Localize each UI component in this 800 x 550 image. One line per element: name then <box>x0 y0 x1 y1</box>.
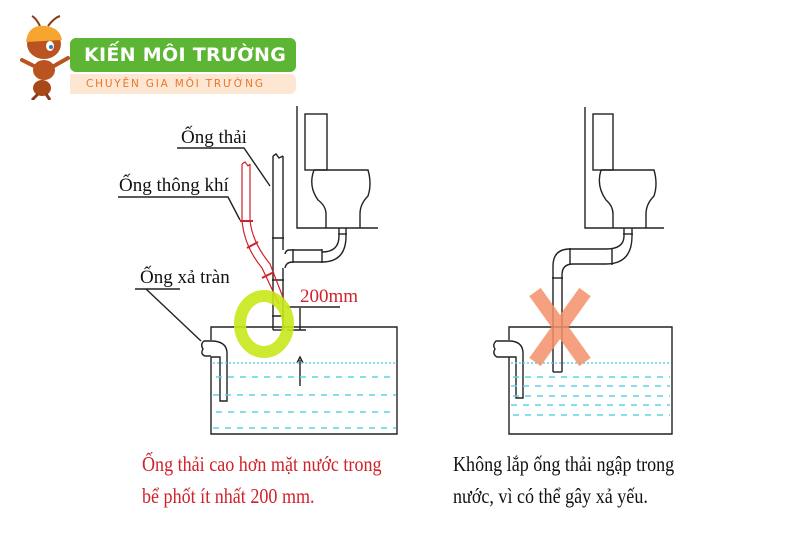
right-caption: Không lắp ống thải ngập trong nước, vì c… <box>453 448 674 512</box>
label-overflow-pipe: Ống xả tràn <box>140 266 230 288</box>
left-caption-line2: bể phốt ít nhất 200 mm. <box>142 484 315 508</box>
x-mark-icon <box>529 287 591 367</box>
label-dimension: 200mm <box>300 286 358 307</box>
label-waste-pipe: Ống thải <box>181 126 247 148</box>
ant-mascot-icon <box>20 15 70 100</box>
left-caption-line1: Ống thải cao hơn mặt nước trong <box>142 452 382 476</box>
logo-title: KIẾN MÔI TRƯỜNG <box>70 38 296 72</box>
highlight-ring <box>234 290 294 358</box>
brand-logo: KIẾN MÔI TRƯỜNG CHUYÊN GIA MÔI TRƯỜNG <box>18 14 296 100</box>
label-vent-pipe: Ống thông khí <box>119 174 230 196</box>
right-caption-line1: Không lắp ống thải ngập trong <box>453 452 675 476</box>
left-caption: Ống thải cao hơn mặt nước trong bể phốt … <box>142 448 382 512</box>
right-caption-line2: nước, vì có thể gây xả yếu. <box>453 484 648 508</box>
logo-subtitle: CHUYÊN GIA MÔI TRƯỜNG <box>70 74 296 94</box>
